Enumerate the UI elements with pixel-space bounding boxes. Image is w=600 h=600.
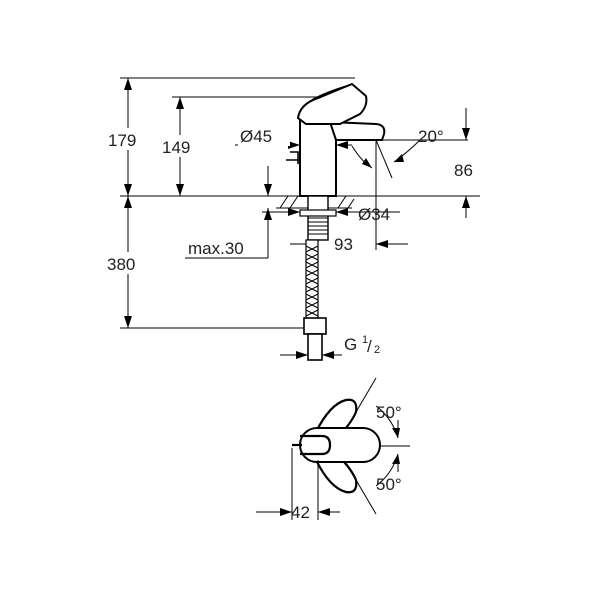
label-rotation-bottom: 50° bbox=[376, 475, 402, 494]
label-380: 380 bbox=[107, 255, 135, 274]
label-d45: Ø45 bbox=[240, 127, 272, 146]
fixing-nut bbox=[299, 209, 337, 217]
arrow-380-top bbox=[124, 196, 132, 208]
spout-outline bbox=[300, 434, 332, 456]
arrow-86-bottom bbox=[462, 196, 470, 208]
arrow-angle-bottom bbox=[392, 454, 400, 464]
arrow-149-top bbox=[176, 97, 184, 109]
arrow-angle-top bbox=[392, 428, 400, 438]
arrow-d45-right bbox=[336, 141, 348, 149]
arrow-179-top bbox=[124, 78, 132, 90]
faucet-handle bbox=[296, 82, 368, 125]
handle-edge-detail bbox=[311, 84, 351, 101]
hose-end-fitting bbox=[307, 333, 323, 361]
hose-connector bbox=[303, 317, 327, 335]
handle-base-oval bbox=[299, 427, 381, 463]
side-view: 179 149 380 Ø45 bbox=[104, 77, 480, 361]
arrow-g12-left bbox=[296, 351, 308, 359]
label-thread-slash: / bbox=[367, 337, 372, 356]
label-bg-179 bbox=[104, 128, 154, 150]
arrow-d45 bbox=[288, 141, 300, 149]
arrow-d34 bbox=[336, 208, 348, 216]
popup-rod bbox=[286, 151, 300, 164]
arrow-42-right bbox=[318, 508, 330, 516]
faucet-spout bbox=[328, 120, 386, 141]
arrow-angle-left bbox=[362, 158, 372, 168]
arrow-179-bottom bbox=[124, 184, 132, 196]
braided-hose bbox=[305, 239, 319, 321]
faucet-body bbox=[299, 119, 337, 197]
label-d34: Ø34 bbox=[358, 205, 390, 224]
handle-rotated-bottom bbox=[315, 451, 358, 494]
label-bg-d45 bbox=[238, 126, 290, 146]
label-93: 93 bbox=[334, 235, 353, 254]
label-rotation-top: 50° bbox=[376, 403, 402, 422]
arrow-max30-bottom bbox=[264, 208, 272, 220]
arrow-angle-right bbox=[394, 154, 404, 162]
arrow-g12-right bbox=[322, 351, 334, 359]
label-spout-angle: 20° bbox=[418, 127, 444, 146]
label-thread-num: 1 bbox=[362, 334, 368, 346]
label-bg-380 bbox=[104, 252, 154, 274]
label-42: 42 bbox=[291, 503, 310, 522]
label-179: 179 bbox=[108, 131, 136, 150]
label-thread-g: G bbox=[344, 335, 357, 354]
arrow-42-left bbox=[280, 508, 292, 516]
label-bg-149 bbox=[158, 135, 204, 157]
spout-axis-angled bbox=[375, 139, 393, 179]
arrow-d34-left bbox=[288, 208, 300, 216]
arrow-86-top bbox=[462, 128, 470, 140]
arrow-93-right bbox=[376, 240, 388, 248]
label-thread-den: 2 bbox=[374, 344, 380, 356]
top-view: 50° 50° 42 bbox=[256, 377, 410, 522]
label-149: 149 bbox=[162, 138, 190, 157]
label-max30: max.30 bbox=[188, 239, 244, 258]
handle-rotated-top bbox=[315, 398, 358, 441]
label-86: 86 bbox=[454, 161, 473, 180]
arrow-149-bottom bbox=[176, 184, 184, 196]
arrow-max30-top bbox=[264, 184, 272, 196]
arrow-380-bottom bbox=[124, 316, 132, 328]
